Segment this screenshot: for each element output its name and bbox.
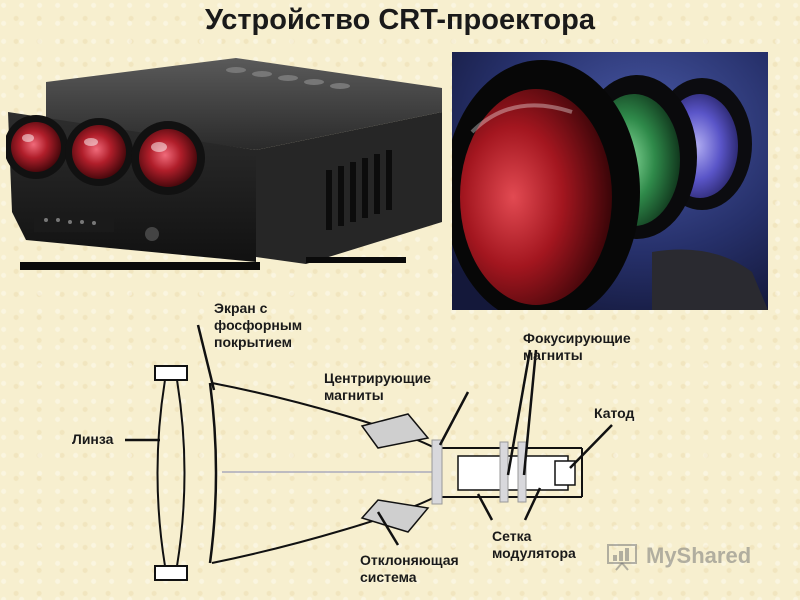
label-cathode: Катод xyxy=(594,405,635,421)
tube-upper-edge xyxy=(211,382,436,449)
lens-right-curve xyxy=(176,379,186,567)
lens-left-curve xyxy=(156,379,166,567)
leader-grid-1 xyxy=(476,493,494,521)
myshared-logo-icon xyxy=(607,544,637,571)
label-focusing-magnets: Фокусирующие магниты xyxy=(523,330,631,363)
leader-deflection xyxy=(376,511,400,546)
centering-magnet-ring xyxy=(431,439,443,505)
tube-lower-edge xyxy=(211,496,436,564)
lens-top-mount xyxy=(154,365,188,381)
label-modulator-grid: Сетка модулятора xyxy=(492,528,576,561)
leader-centering xyxy=(438,391,470,446)
crt-projector-photo xyxy=(6,58,442,270)
leader-screen xyxy=(196,324,216,391)
label-deflection-system: Отклоняющая система xyxy=(360,552,459,585)
leader-focus-1 xyxy=(506,349,532,476)
leader-focus-2 xyxy=(522,349,538,476)
myshared-watermark: MyShared xyxy=(606,538,771,574)
lens-bottom-mount xyxy=(154,565,188,581)
page-title: Устройство CRT-проектора xyxy=(205,4,595,36)
label-lens: Линза xyxy=(72,431,114,447)
label-phosphor-screen: Экран с фосфорным покрытием xyxy=(214,300,303,350)
electron-gun-body xyxy=(457,455,569,491)
deflection-yoke-bottom xyxy=(360,499,430,533)
label-centering-magnets: Центрирующие магниты xyxy=(324,370,431,403)
focus-magnet-ring-1 xyxy=(499,441,509,503)
crt-lenses-closeup-photo xyxy=(452,52,768,310)
watermark-text: MyShared xyxy=(646,543,752,568)
deflection-yoke-top xyxy=(360,413,430,449)
phosphor-screen xyxy=(208,382,218,564)
leader-cathode xyxy=(569,424,613,469)
leader-grid-2 xyxy=(523,487,542,521)
focus-magnet-ring-2 xyxy=(517,441,527,503)
